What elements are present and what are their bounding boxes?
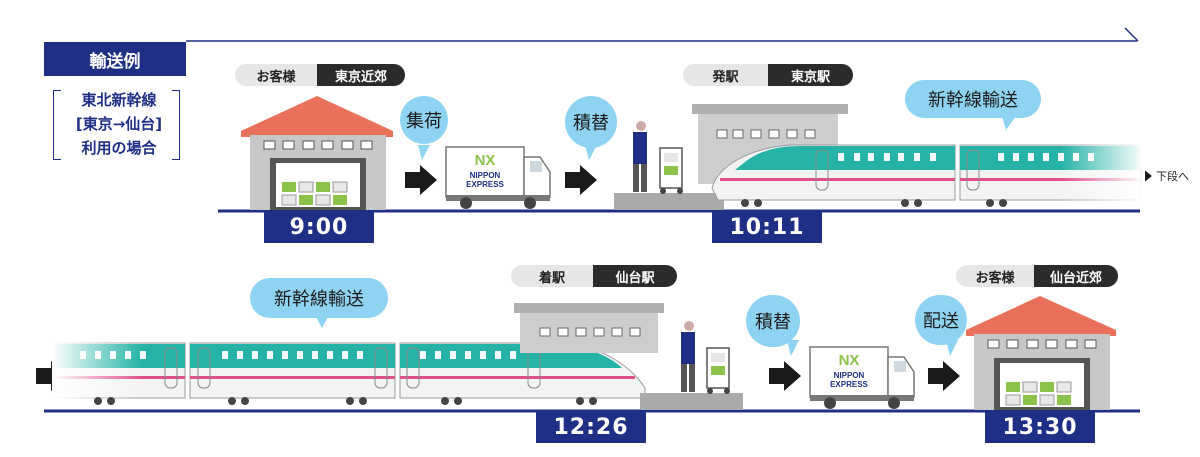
page-title: 輸送例 [44,42,186,76]
truck-logo-line2: EXPRESS [466,180,504,189]
arrow-icon [769,361,801,391]
arrival-station-pill: 着駅 仙台駅 [511,265,677,287]
time-label: 10:11 [712,211,822,243]
next-row-note: 下段へ [1156,170,1189,183]
pickup-bubble: 集荷 [400,96,448,144]
caption-line: 東北新幹線 [81,91,157,109]
departure-station-pill: 発駅 東京駅 [683,64,853,86]
shinkansen-bubble-row1: 新幹線輸送 [905,80,1041,118]
time-label: 9:00 [264,211,374,243]
time-label: 13:30 [985,411,1095,443]
truck-logo-line1: NIPPON [470,171,501,180]
arrow-icon [405,165,437,195]
shinkansen-train-row2-icon [52,338,646,405]
pill-place: 仙台近郊 [1034,265,1118,287]
top-rule [186,27,1139,42]
truck-logo-line2: EXPRESS [830,380,868,389]
pill-place: 東京近郊 [317,64,405,86]
pill-place: 仙台駅 [593,265,677,287]
warehouse-tokyo-icon [241,96,393,210]
station-sendai-icon [514,303,743,410]
truck-logo-line1: NIPPON [834,371,865,380]
pill-label: お客様 [235,64,317,86]
bracket-right [172,90,180,160]
pill-label: 発駅 [683,64,768,86]
caption-line: 利用の場合 [81,139,157,157]
shinkansen-bubble-row2: 新幹線輸送 [250,278,388,318]
route-caption: 東北新幹線 [東京→仙台] 利用の場合 [60,88,178,160]
arrow-icon [928,361,960,391]
truck-logo-mark: NX [475,152,496,169]
pill-label: 着駅 [511,265,593,287]
pill-label: お客様 [956,265,1034,287]
transfer-bubble: 積替 [746,295,800,347]
warehouse-sendai-icon [966,296,1116,410]
delivery-bubble: 配送 [915,295,967,345]
customer-tokyo-pill: お客様 東京近郊 [235,64,405,86]
arrow-icon [565,165,597,195]
pill-place: 東京駅 [768,64,853,86]
time-label: 12:26 [536,411,646,443]
truck-logo-mark: NX [839,352,860,369]
customer-sendai-pill: お客様 仙台近郊 [956,265,1118,287]
shinkansen-train-row1-icon [711,140,1145,207]
truck-icon: NX NIPPON EXPRESS [809,346,915,409]
bracket-left [53,90,61,160]
caption-line: [東京→仙台] [75,115,163,133]
transfer-bubble: 積替 [565,96,617,148]
truck-icon: NX NIPPON EXPRESS [445,146,551,209]
